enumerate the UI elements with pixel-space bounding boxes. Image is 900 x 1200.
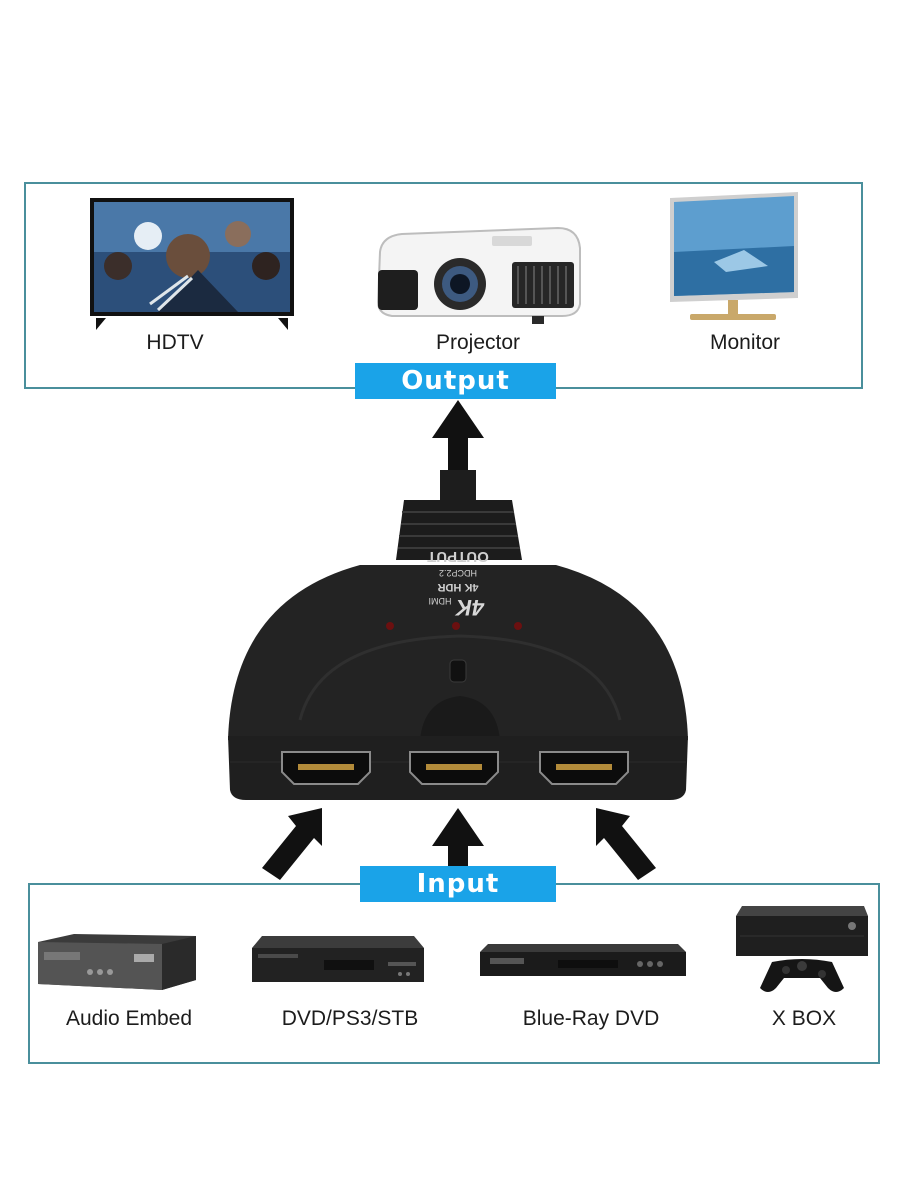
hdmi-port-3 (539, 751, 629, 785)
audio-embed-label: Audio Embed (65, 1007, 193, 1030)
switch-hdmi-logo: HDMI (429, 596, 452, 606)
hdtv-image (90, 198, 294, 330)
hdmi-port-2 (409, 751, 499, 785)
dvd-player-image (252, 936, 424, 982)
input-arrow-right-icon (596, 808, 656, 880)
input-banner: Input (360, 866, 556, 902)
audio-receiver-image (38, 934, 196, 990)
monitor-image (670, 192, 798, 320)
hdtv-label: HDTV (146, 331, 204, 354)
switch-hdr-label: 4K HDR (437, 581, 478, 593)
input-arrow-center-icon (432, 808, 484, 880)
output-banner: Output (355, 363, 556, 399)
switch-hdcp-label: HDCP2.2 (439, 568, 477, 578)
projector-image (376, 226, 581, 324)
up-arrow-icon (432, 400, 484, 470)
input-arrow-left-icon (262, 808, 322, 880)
projector-label: Projector (435, 331, 521, 354)
dvd-ps3-stb-label: DVD/PS3/STB (281, 1007, 419, 1030)
bluray-player-image (480, 944, 686, 976)
switch-diagram: OUTPUT 4K HDMI 4K HDR HDCP2.2 (228, 400, 688, 880)
blue-ray-dvd-label: Blue-Ray DVD (522, 1007, 660, 1030)
switch-output-label: OUTPUT (427, 548, 489, 565)
xbox-console-image (736, 906, 868, 992)
monitor-label: Monitor (709, 331, 781, 354)
switch-logo-text: 4K (454, 595, 485, 620)
xbox-label: X BOX (771, 1007, 837, 1030)
hdmi-port-1 (281, 751, 371, 785)
